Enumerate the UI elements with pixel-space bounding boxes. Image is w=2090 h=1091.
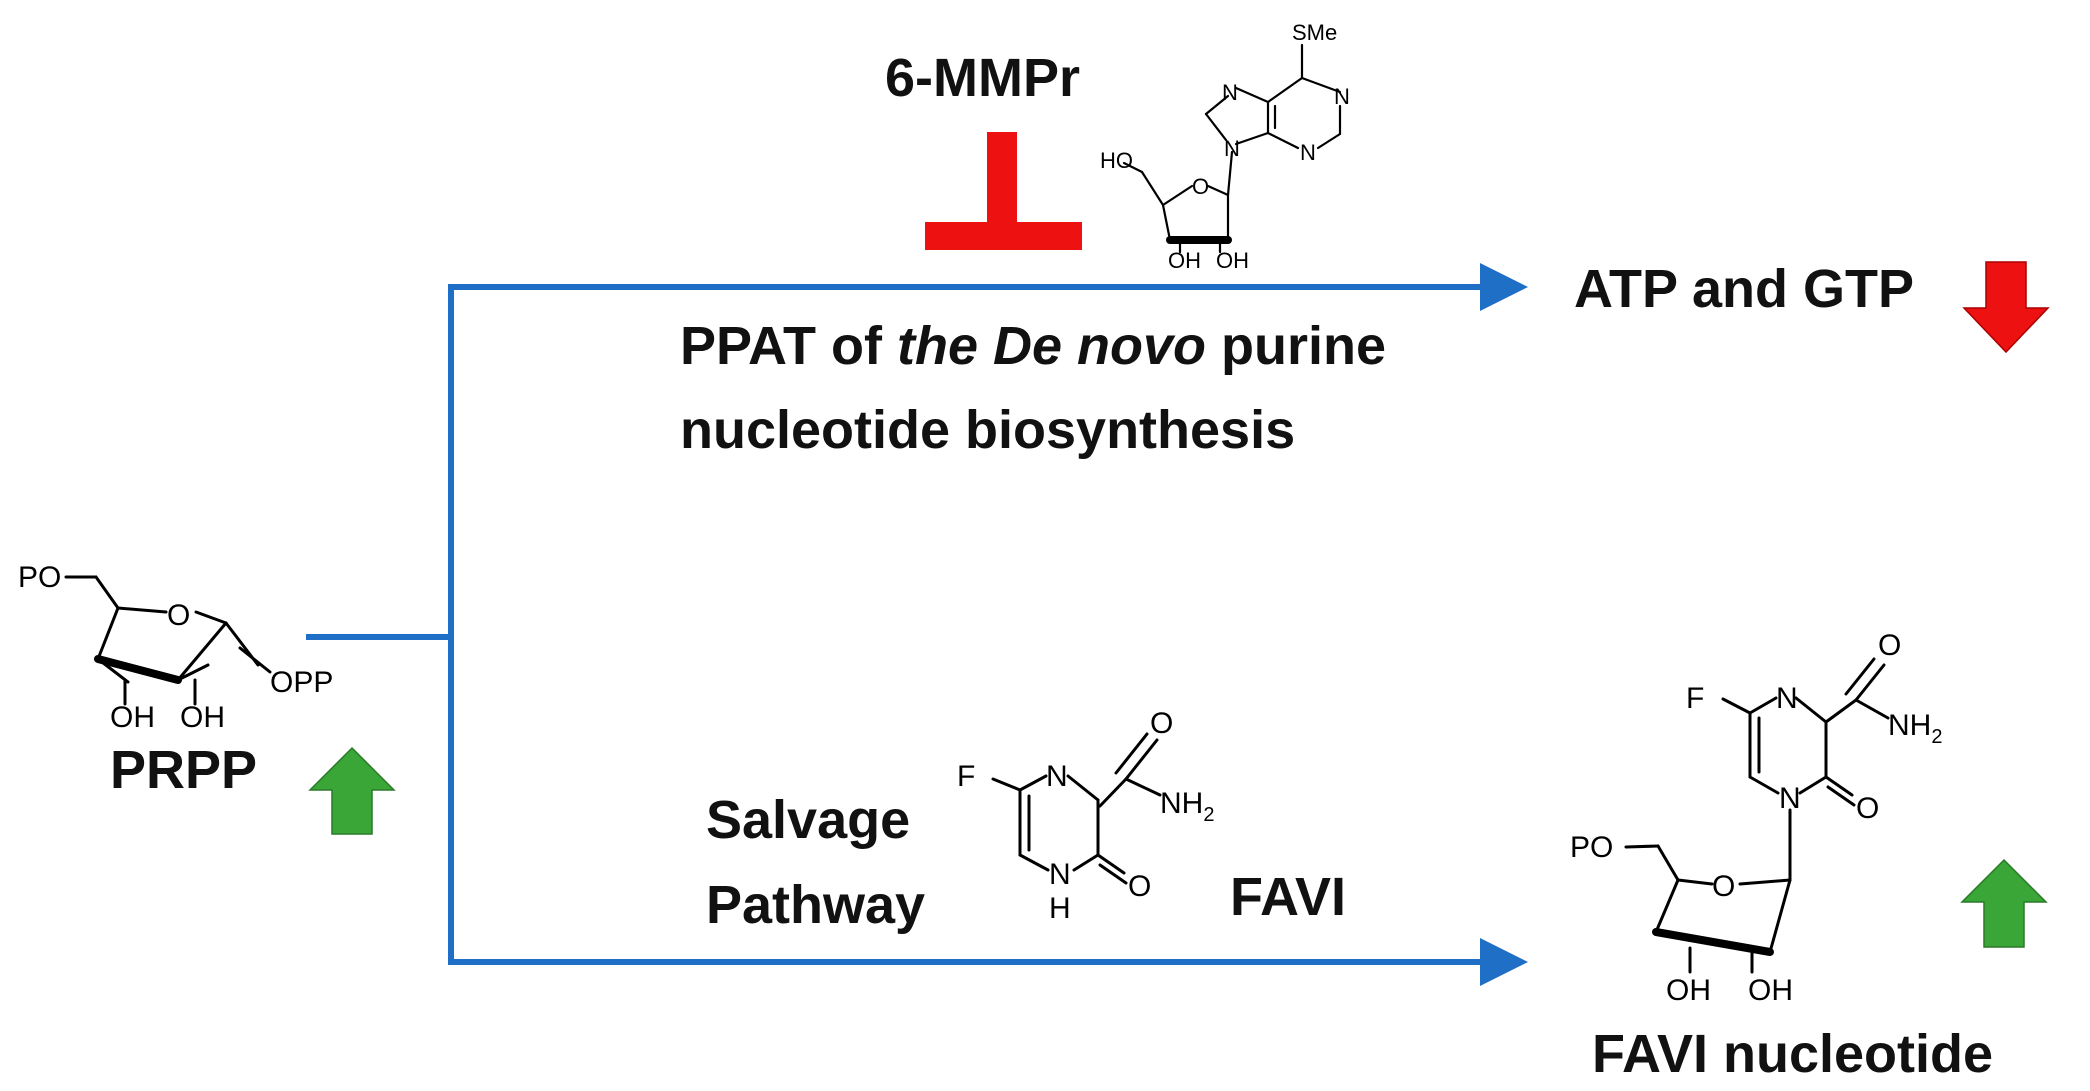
de-novo-label-line1: PPAT of the De novo purine <box>680 316 1386 376</box>
favin-amide-group: NH2 <box>1888 709 1942 748</box>
mmpr-n3-atom: N <box>1300 140 1316 165</box>
favi-amide-group: NH2 <box>1160 787 1214 826</box>
favin-oh-atom-2: OH <box>1748 974 1793 1007</box>
favi-ring-nh: N <box>1049 858 1071 891</box>
mmpr-oh-atom-2: OH <box>1216 248 1249 273</box>
prpp-increase-arrow <box>308 746 396 835</box>
favi-ring-nitrogen-top: N <box>1046 760 1068 793</box>
atp-gtp-decrease-arrow <box>1962 261 2050 354</box>
favi-ring-keto-oxygen: O <box>1128 870 1151 903</box>
favi-fluorine-atom: F <box>957 760 975 793</box>
mmpr-n1-atom: N <box>1334 84 1350 109</box>
favi-nucleotide-label: FAVI nucleotide <box>1592 1024 1993 1084</box>
inhibition-stem <box>987 132 1017 232</box>
salvage-label-line2: Pathway <box>706 875 925 935</box>
favin-sugar-oxygen: O <box>1712 870 1735 903</box>
mmpr-n9-atom: N <box>1224 136 1240 161</box>
favi-structure: F N O NH2 N H O <box>957 707 1214 925</box>
favi-nucleotide-increase-arrow <box>1960 858 2048 948</box>
mmpr-ring-oxygen: O <box>1192 174 1209 199</box>
mmpr-sme-atom: SMe <box>1292 20 1337 45</box>
prpp-oh-atom-1: OH <box>110 701 155 734</box>
de-novo-label-line2: nucleotide biosynthesis <box>680 400 1295 460</box>
favin-ring-nitrogen-top: N <box>1776 682 1798 715</box>
favi-label: FAVI <box>1230 867 1346 927</box>
favin-fluorine-atom: F <box>1686 682 1704 715</box>
favi-ring-h: H <box>1049 892 1071 925</box>
mmpr-ho-atom: HO <box>1100 148 1133 173</box>
favin-carbonyl-oxygen: O <box>1878 629 1901 662</box>
prpp-structure: PO O OPP OH OH <box>18 561 333 734</box>
mmpr-oh-atom-1: OH <box>1168 248 1201 273</box>
favin-ring-n1: N <box>1779 782 1801 815</box>
favin-ring-keto-oxygen: O <box>1856 792 1879 825</box>
mmpr-n7-atom: N <box>1222 80 1238 105</box>
inhibition-symbol <box>925 132 1082 250</box>
mmpr-structure: SMe N N N N HO O OH OH <box>1100 20 1350 273</box>
prpp-oh-atom-2: OH <box>180 701 225 734</box>
pathway-branch <box>306 263 1528 986</box>
favin-oh-atom-1: OH <box>1666 974 1711 1007</box>
prpp-opp-atom: OPP <box>270 666 333 699</box>
inhibitor-label: 6-MMPr <box>885 48 1080 108</box>
favin-po-atom: PO <box>1570 831 1613 864</box>
prpp-po-atom: PO <box>18 561 61 594</box>
salvage-label-line1: Salvage <box>706 790 910 850</box>
prpp-label: PRPP <box>110 740 257 800</box>
atp-gtp-label: ATP and GTP <box>1574 259 1914 319</box>
favi-carbonyl-oxygen: O <box>1150 707 1173 740</box>
prpp-ring-oxygen: O <box>167 599 190 632</box>
favi-nucleotide-structure: F N O NH2 N O PO O OH OH <box>1570 629 1942 1007</box>
inhibition-bar <box>925 222 1082 250</box>
